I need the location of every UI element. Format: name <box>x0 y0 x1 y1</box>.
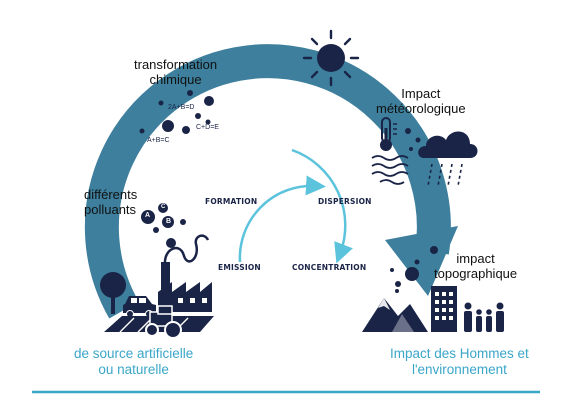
label-topo-line2: topographique <box>434 266 518 281</box>
factory-icon <box>158 262 212 312</box>
label-meteo-line1: Impact <box>401 86 441 101</box>
sun-icon <box>302 29 360 87</box>
label-source-line2: ou naturelle <box>98 362 169 377</box>
meteo-dots <box>405 128 421 151</box>
mountains-icon <box>362 298 428 332</box>
molecule-c-label: C <box>161 204 166 210</box>
molecule-a-label: A <box>145 212 151 219</box>
label-impact-hommes-line1: Impact des Hommes et <box>390 346 529 361</box>
label-topo: impact topographique <box>434 251 517 281</box>
inner-cycle <box>238 148 353 264</box>
reaction-molecules <box>139 90 214 134</box>
tree-icon <box>100 272 126 314</box>
label-impact-hommes-line2: l'environnement <box>411 362 507 377</box>
label-source: de source artificielle ou naturelle <box>74 346 193 378</box>
label-polluants-line1: différents <box>84 187 138 202</box>
stage-emission: EMISSION <box>218 263 261 272</box>
label-meteo-line2: météorologique <box>376 101 466 116</box>
label-topo-line1: impact <box>456 251 495 266</box>
main-cycle-arc <box>84 44 458 319</box>
label-impact-hommes: Impact des Hommes et l'environnement <box>390 346 529 378</box>
reaction-2a-b-d: 2A+B=D <box>168 104 195 111</box>
label-transformation-line1: transformation <box>134 57 218 72</box>
building-icon <box>431 286 457 332</box>
smoke-icon <box>163 234 210 271</box>
thermometer-icon <box>380 117 397 151</box>
topo-dots <box>390 246 438 293</box>
wind-icon <box>371 155 409 185</box>
molecule-b-label: B <box>166 218 172 225</box>
label-transformation: transformation chimique <box>134 57 217 87</box>
pollutant-molecules <box>141 203 186 248</box>
people-icon <box>464 302 504 332</box>
tractor-icon <box>145 305 182 339</box>
label-meteo: Impact météorologique <box>376 86 466 116</box>
label-polluants-line2: polluants <box>84 202 137 217</box>
label-transformation-line2: chimique <box>149 72 202 87</box>
stage-formation: FORMATION <box>205 197 258 206</box>
label-polluants: différents polluants <box>84 187 137 217</box>
rain-cloud-icon <box>418 131 478 187</box>
reaction-a-b-c: A+B=C <box>147 137 170 144</box>
reaction-c-d-e: C+D=E <box>196 124 219 131</box>
label-source-line1: de source artificielle <box>74 346 194 361</box>
stage-dispersion: DISPERSION <box>318 197 372 206</box>
stage-concentration: CONCENTRATION <box>292 263 367 272</box>
